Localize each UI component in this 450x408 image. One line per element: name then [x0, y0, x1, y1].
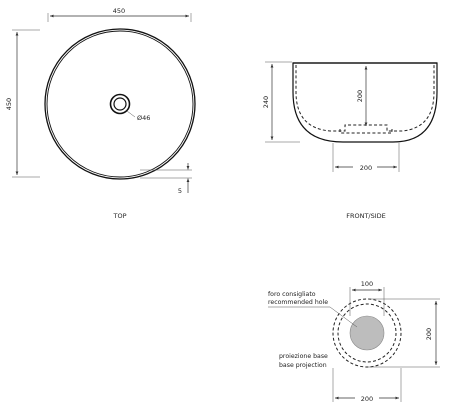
basin-inner-rim: [46, 30, 194, 178]
base-view: 100 foro consigliato recommended hole pr…: [268, 280, 440, 403]
hole-dimension: 100: [361, 280, 373, 288]
hole-leader: [329, 306, 358, 328]
base-label-line2: base projection: [279, 362, 327, 369]
top-width-dimension: 450: [113, 7, 125, 15]
hole-label-line2: recommended hole: [268, 299, 328, 306]
base-width-dimension: 200: [361, 395, 373, 403]
rim-dimension: 5: [178, 187, 182, 195]
top-view: 450 450 Ø46 5 TOP: [5, 7, 196, 220]
front-height-dimension: 240: [262, 96, 270, 108]
recommended-hole: [349, 315, 385, 351]
drain-dimension: Ø46: [137, 114, 150, 122]
drain-inner-icon: [113, 97, 127, 111]
front-base-dimension: 200: [360, 164, 372, 172]
front-view: 240 200 200 FRONT/SIDE: [262, 61, 438, 220]
basin-profile: [292, 62, 438, 143]
hole-label-line1: foro consigliato: [268, 291, 316, 298]
base-projection-inner: [337, 303, 397, 363]
drain-leader: [126, 110, 136, 118]
base-height-dimension: 200: [425, 328, 433, 340]
top-caption: TOP: [112, 212, 126, 220]
drain-hidden: [339, 129, 393, 134]
front-inner-height-dimension: 200: [356, 90, 364, 102]
base-projection-outer: [332, 298, 402, 368]
inner-profile-hidden: [295, 65, 435, 132]
base-label-line1: proiezione base: [279, 353, 328, 360]
front-caption: FRONT/SIDE: [346, 212, 386, 220]
top-height-dimension: 450: [5, 98, 13, 110]
basin-outer-rim: [44, 28, 196, 180]
drain-outer-icon: [109, 93, 131, 115]
